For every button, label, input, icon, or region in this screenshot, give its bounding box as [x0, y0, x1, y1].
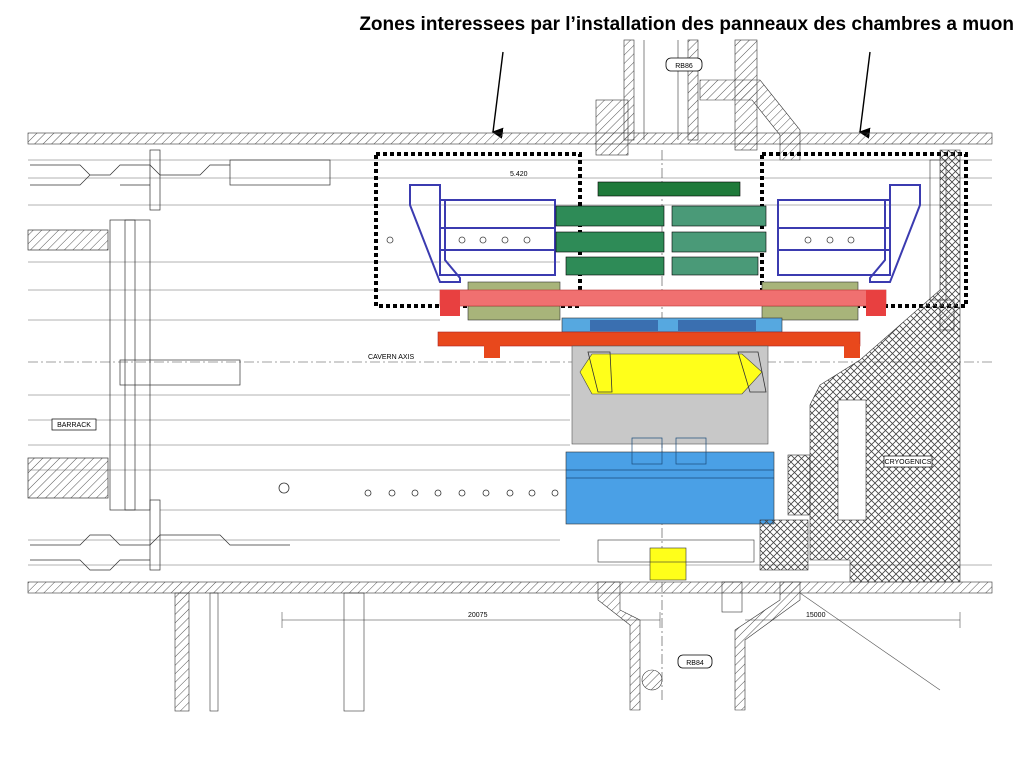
barrack-tag — [51, 418, 97, 431]
right-column-base — [939, 299, 955, 331]
lower-frame — [597, 539, 755, 563]
olive-pad-left-lower — [467, 305, 561, 321]
bolt-circles — [278, 482, 559, 497]
left-structures — [27, 149, 331, 571]
blue-lower-block — [565, 451, 775, 525]
floor-lines — [28, 159, 992, 566]
cryogenics-tag — [883, 455, 933, 468]
cavern-axis-label: CAVERN AXIS — [368, 354, 414, 361]
muon-right-holes — [804, 236, 855, 244]
cryogenics-cutout — [837, 399, 867, 521]
yellow-lower-part — [649, 547, 687, 581]
salmon-beam — [439, 289, 887, 307]
dimension-lines — [281, 612, 961, 628]
blue-inner-left — [590, 320, 658, 331]
top-shaft — [595, 39, 801, 161]
green-top-bar — [597, 181, 741, 197]
arrow-left — [491, 51, 504, 139]
cross-block-lower — [759, 519, 809, 571]
orange-red-beam — [437, 331, 861, 347]
bottom-shaft — [174, 581, 941, 712]
red-leg-right — [844, 344, 860, 358]
barrack-label: BARRACK — [57, 422, 91, 429]
dim-left-label: 20075 — [468, 612, 488, 619]
right-column — [929, 159, 947, 301]
blue-lower-details — [566, 437, 774, 479]
muon-frame-left — [409, 184, 556, 283]
figure-title: Zones interessees par l’installation des… — [359, 14, 1014, 35]
dim-right-label: 15000 — [806, 612, 826, 619]
green-chambers — [555, 205, 767, 276]
rb84-label: RB84 — [686, 660, 704, 667]
cryogenics-label: CRYOGENICS — [885, 459, 932, 466]
rb84-tag — [677, 654, 713, 669]
cross-pillar-small — [787, 454, 811, 516]
top-wall — [27, 132, 993, 145]
salmon-beam-right-end — [866, 290, 886, 316]
muon-left-holes — [386, 236, 531, 244]
arrow-right — [858, 51, 871, 139]
rb86-label: RB86 — [675, 63, 693, 70]
muon-frame-right — [777, 184, 921, 283]
yellow-toroid — [579, 353, 763, 395]
blue-inner-right — [678, 320, 756, 331]
bottom-wall — [27, 581, 993, 594]
dim-top-label: 5.420 — [510, 171, 528, 178]
salmon-beam-left-end — [440, 290, 460, 316]
red-leg-left — [484, 344, 500, 358]
rb86-tag — [665, 57, 703, 72]
